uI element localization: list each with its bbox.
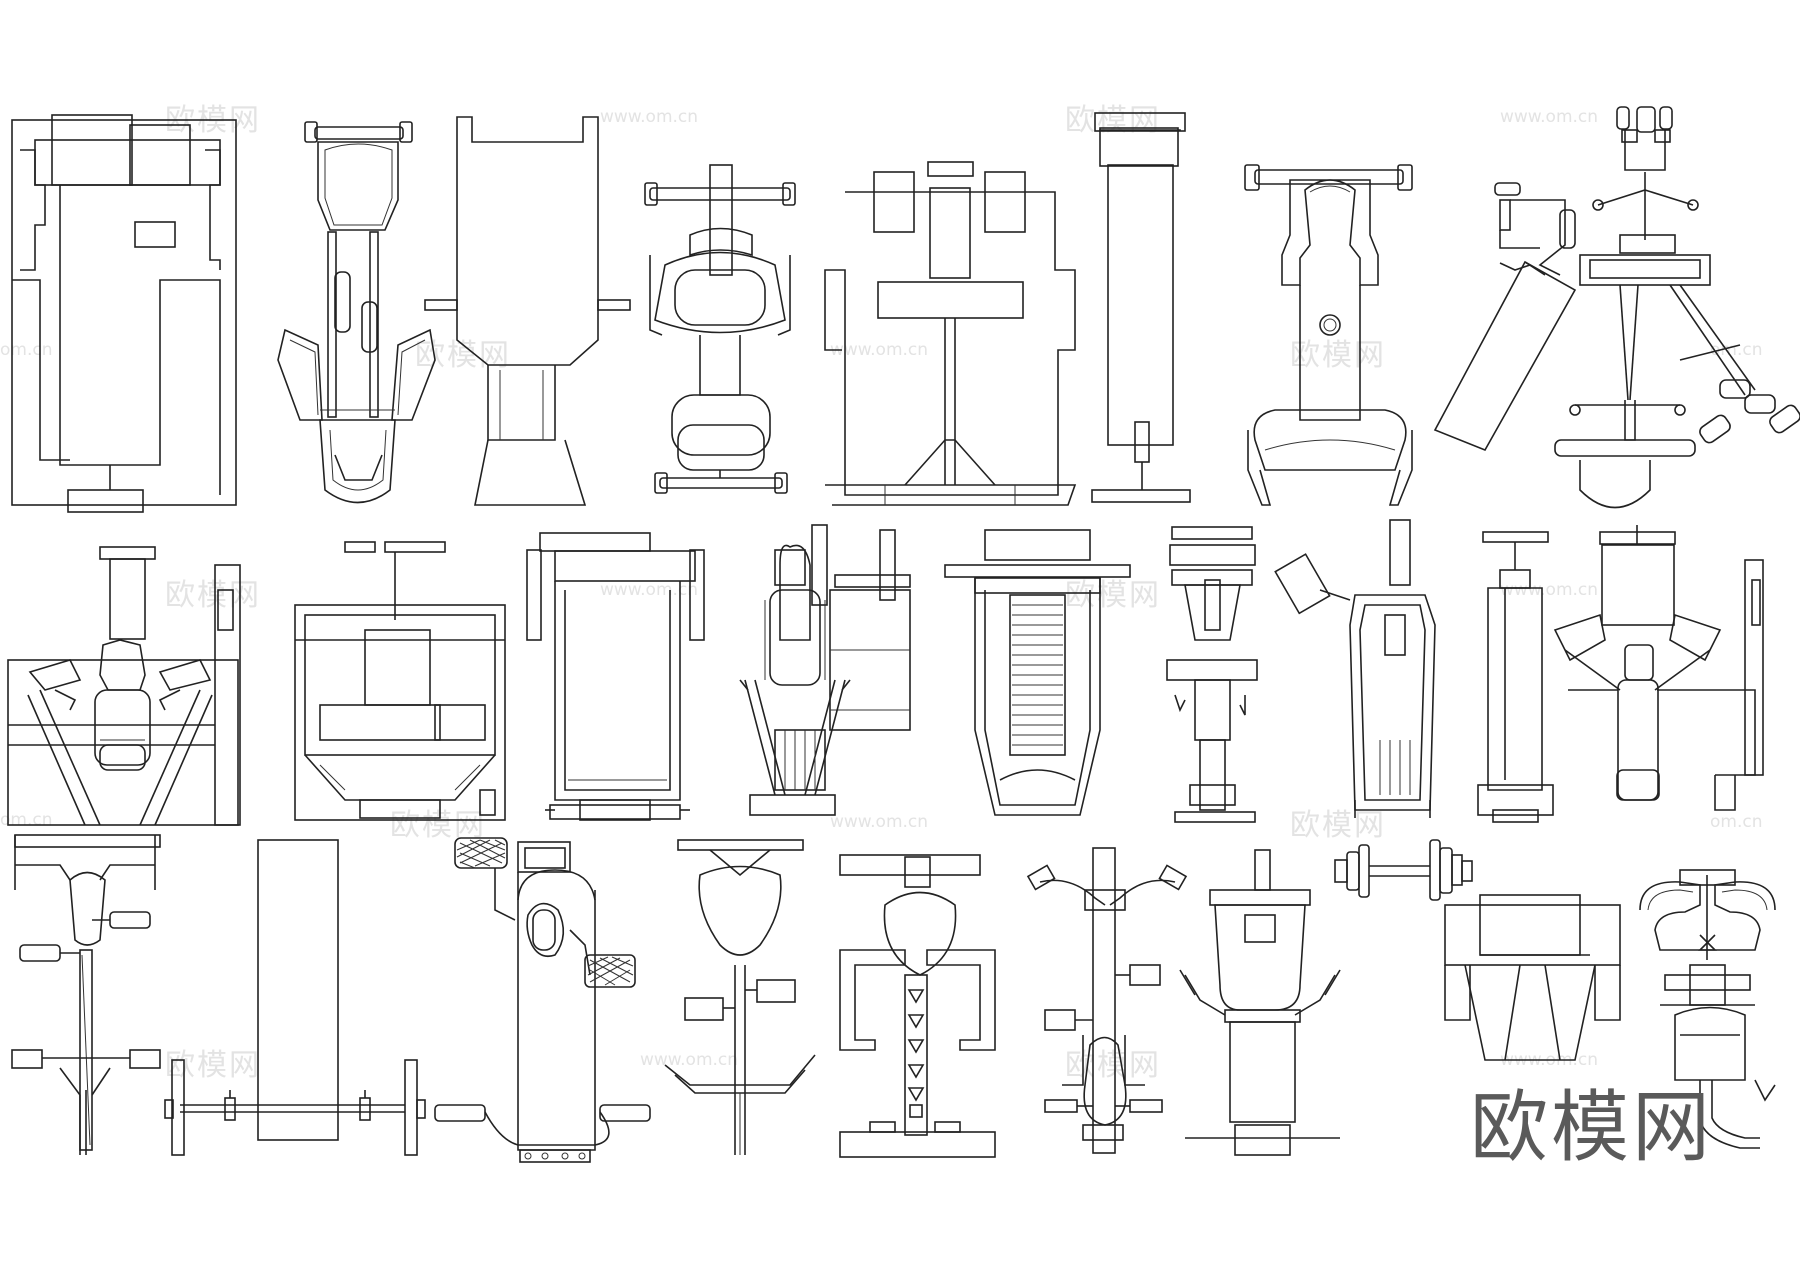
ab-chair-drawing: [644, 164, 796, 494]
watermark-site: www.om.cn: [1500, 580, 1599, 600]
watermark-brand: 欧模网: [1065, 578, 1161, 613]
smith-frame-drawing: [294, 541, 506, 821]
multi-station-gym-drawing: [1433, 106, 1800, 509]
watermark-brand: 欧模网: [165, 578, 261, 613]
elliptical-drawing: [1244, 164, 1413, 506]
watermark-site-partial: om.cn: [1710, 812, 1763, 832]
watermark-site: www.om.cn: [830, 812, 929, 832]
step-platform-drawing: [839, 854, 996, 1158]
watermark-brand: 欧模网: [1290, 338, 1386, 373]
road-bike-trainer-drawing: [1026, 847, 1188, 1154]
watermark-site: www.om.cn: [600, 107, 699, 127]
watermark-brand: 欧模网: [1065, 103, 1161, 138]
treadmill-drawing: [526, 532, 705, 821]
watermark-site: www.om.cn: [830, 340, 929, 360]
dumbbell-drawing: [1334, 839, 1473, 901]
leg-press-machine-drawing: [11, 114, 237, 513]
incline-platform-drawing: [424, 116, 631, 506]
lat-machine-drawing: [739, 524, 911, 816]
watermark-site: www.om.cn: [640, 1050, 739, 1070]
upright-bike-drawing: [434, 837, 651, 1163]
vertical-multi-gym-drawing: [1166, 526, 1258, 823]
stair-climber-drawing: [944, 529, 1131, 816]
ab-bench-drawing: [1444, 894, 1621, 1061]
spin-bike-drawing: [664, 839, 816, 1155]
chest-press-machine-drawing: [7, 546, 241, 826]
flat-bench-barbell-drawing: [164, 839, 426, 1156]
rowing-machine-drawing: [277, 121, 436, 504]
tower-frame-drawing: [1091, 112, 1191, 503]
watermark-site: www.om.cn: [600, 580, 699, 600]
seated-press-drawing: [1179, 849, 1341, 1156]
ab-coaster-drawing: [1639, 869, 1776, 1149]
weight-column-drawing: [1477, 531, 1554, 823]
watermark-brand: 欧模网: [1065, 1048, 1161, 1083]
bench-press-drawing: [1274, 519, 1436, 818]
watermark-site: www.om.cn: [1500, 107, 1599, 127]
watermark-brand: 欧模网: [165, 1048, 261, 1083]
watermark-brand: 欧模网: [390, 808, 486, 843]
cable-station-drawing: [824, 161, 1077, 506]
pec-deck-drawing: [1553, 525, 1764, 811]
exercise-bike-drawing: [11, 834, 161, 1155]
site-logo: 欧模网: [1470, 1083, 1714, 1173]
watermark-brand: 欧模网: [1290, 808, 1386, 843]
